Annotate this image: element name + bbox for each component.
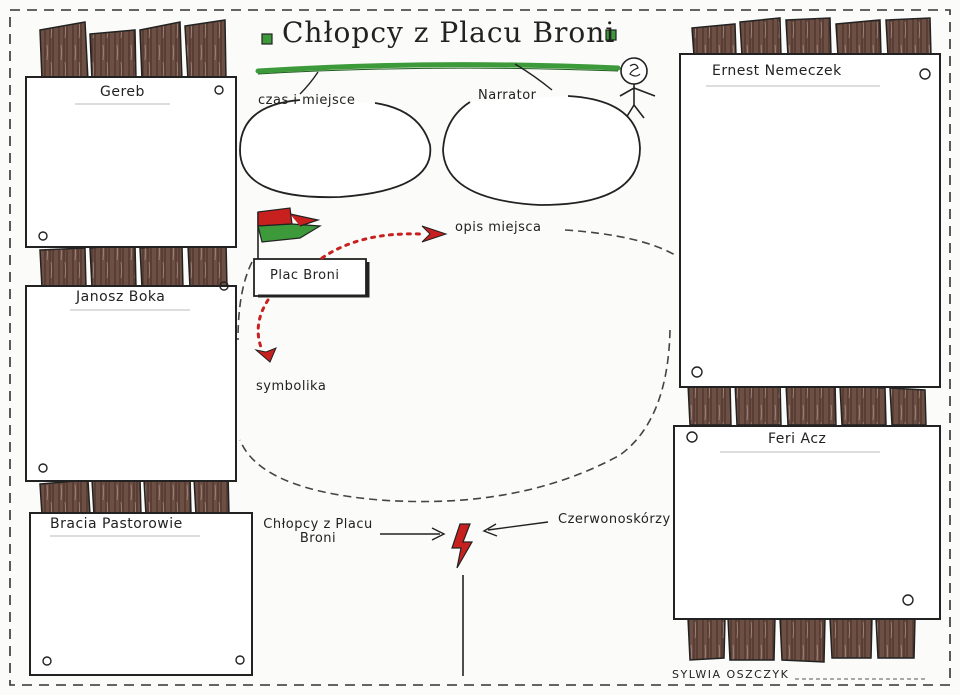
arrow-right-to-conflict bbox=[487, 521, 549, 531]
plac-broni-label: Plac Broni bbox=[270, 268, 340, 283]
card-nemeczek bbox=[679, 53, 941, 388]
lightning-icon bbox=[451, 523, 474, 569]
plac-broni-area bbox=[239, 229, 676, 503]
card-feri-acz bbox=[673, 425, 941, 620]
flag-icon bbox=[257, 207, 322, 268]
oval-narrator bbox=[442, 95, 641, 206]
fence-gereb bbox=[39, 19, 227, 81]
oval-label-czas-miejsce: czas i miejsce bbox=[258, 93, 356, 108]
arrow-symbolika bbox=[256, 298, 270, 352]
conflict-left-line2: Broni bbox=[299, 531, 337, 546]
card-title-gereb: Gereb bbox=[100, 84, 145, 100]
card-pastorowie bbox=[29, 512, 253, 676]
stick-figure-icon bbox=[619, 57, 656, 119]
conflict-left-label: Chłopcy z Placu Broni bbox=[258, 518, 378, 546]
conflict-left-line1: Chłopcy z Placu bbox=[263, 517, 373, 532]
arrow-opis-miejsca bbox=[320, 232, 422, 260]
oval-label-narrator: Narrator bbox=[478, 88, 537, 103]
page-title: Chłopcy z Placu Broni bbox=[282, 16, 616, 49]
oval-czas-miejsce bbox=[239, 99, 432, 199]
card-gereb bbox=[25, 76, 237, 248]
outer-border bbox=[9, 9, 951, 686]
card-title-boka: Janosz Boka bbox=[76, 289, 166, 305]
card-title-nemeczek: Ernest Nemeczek bbox=[712, 63, 842, 79]
opis-miejsca-label: opis miejsca bbox=[455, 220, 542, 235]
symbolika-label: symbolika bbox=[256, 379, 327, 394]
card-title-feri-acz: Feri Acz bbox=[768, 431, 827, 447]
title-square-right bbox=[605, 29, 617, 41]
card-title-pastorowie: Bracia Pastorowie bbox=[50, 516, 183, 532]
fence-feri-bottom bbox=[687, 617, 916, 663]
card-boka bbox=[25, 281, 237, 482]
fence-boka bbox=[39, 241, 228, 289]
title-underline bbox=[255, 62, 621, 74]
conflict-right-label: Czerwonoskórzy bbox=[558, 512, 671, 527]
author-signature: SYLWIA OSZCZYK bbox=[672, 668, 790, 681]
fence-nemeczek bbox=[691, 17, 932, 57]
title-square-left bbox=[261, 33, 273, 45]
